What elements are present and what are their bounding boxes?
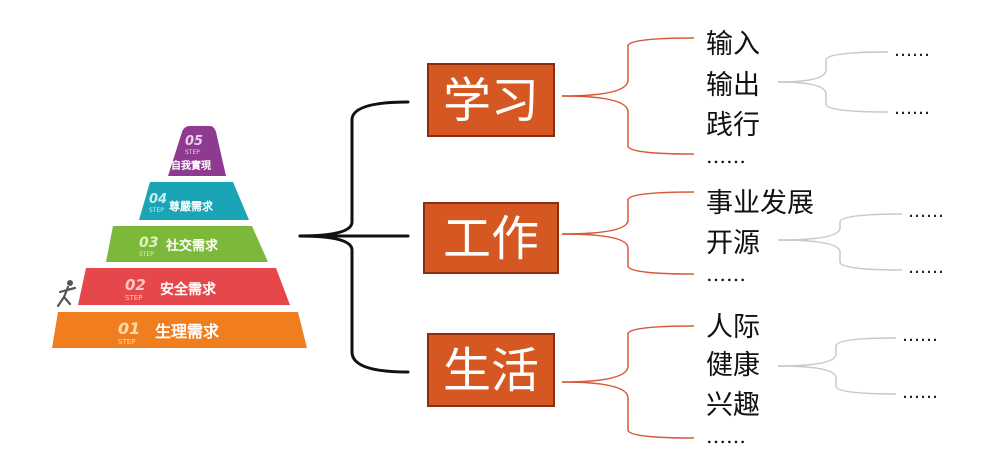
pyramid-tier-3: [106, 226, 268, 262]
life-item-3: 兴趣: [706, 390, 760, 421]
work-sub-brace: [777, 213, 903, 271]
tier-5-number: 05: [185, 134, 203, 149]
work-item-3: ……: [706, 262, 746, 286]
tier-4-label: 尊嚴需求: [169, 199, 214, 213]
tier-1-number: 01: [118, 319, 140, 338]
pyramid-tier-2: [78, 268, 290, 305]
study-item-4: ……: [706, 144, 746, 168]
tier-3-number: 03: [139, 235, 158, 251]
needs-pyramid: 01 STEP 生理需求 02 STEP 安全需求 03 STEP 社交需求 0…: [52, 126, 307, 348]
category-label-work: 工作: [443, 211, 539, 267]
tier-3-label: 社交需求: [165, 238, 219, 254]
tier-4-number: 04: [149, 192, 167, 207]
climber-figure-icon: [56, 280, 77, 308]
pyramid-tier-1: [52, 312, 307, 348]
study-item-2: 输出: [706, 70, 760, 101]
tier-4-step: STEP: [149, 207, 164, 214]
life-items: 人际 健康 兴趣 ……: [706, 312, 760, 448]
life-brace: [561, 325, 695, 439]
tier-3-step: STEP: [139, 251, 154, 258]
category-label-study: 学习: [443, 73, 539, 129]
category-box-work: 工作: [423, 202, 559, 274]
study-sub-brace: [777, 51, 889, 113]
life-sub-item-2: ……: [902, 382, 938, 403]
tier-1-step: STEP: [118, 338, 135, 346]
study-sub-item-1: ……: [894, 40, 930, 61]
category-box-work-bg: [423, 202, 559, 274]
work-items: 事业发展 开源 ……: [706, 188, 814, 286]
work-item-2: 开源: [706, 228, 760, 259]
life-item-1: 人际: [706, 312, 760, 343]
study-brace: [561, 37, 695, 155]
work-sub-item-1: ……: [908, 201, 944, 222]
category-box-study: 学习: [427, 63, 555, 137]
category-box-life: 生活: [427, 333, 555, 407]
work-sub-item-2: ……: [908, 257, 944, 278]
study-item-3: 践行: [706, 110, 760, 141]
life-sub-item-1: ……: [902, 325, 938, 346]
pyramid-tier-4: [139, 182, 249, 220]
tier-5-label: 自我實現: [171, 159, 211, 172]
life-item-4: ……: [706, 424, 746, 448]
category-box-life-bg: [427, 333, 555, 407]
study-sub-item-2: ……: [894, 98, 930, 119]
tier-5-step: STEP: [185, 149, 200, 156]
tier-2-label: 安全需求: [160, 281, 217, 298]
category-label-life: 生活: [443, 343, 539, 399]
study-items: 输入 输出 践行 ……: [706, 29, 760, 168]
pyramid-tier-5: [168, 126, 226, 176]
main-brace: [298, 100, 410, 374]
tier-1-label: 生理需求: [155, 322, 220, 341]
sub-items: …… …… …… …… …… ……: [894, 40, 944, 403]
category-box-study-bg: [427, 63, 555, 137]
life-item-2: 健康: [706, 350, 760, 381]
life-sub-brace: [777, 337, 897, 395]
tier-2-step: STEP: [125, 294, 142, 302]
work-item-1: 事业发展: [706, 188, 814, 219]
work-brace: [561, 191, 695, 275]
study-item-1: 输入: [706, 29, 760, 60]
tier-2-number: 02: [125, 276, 146, 294]
